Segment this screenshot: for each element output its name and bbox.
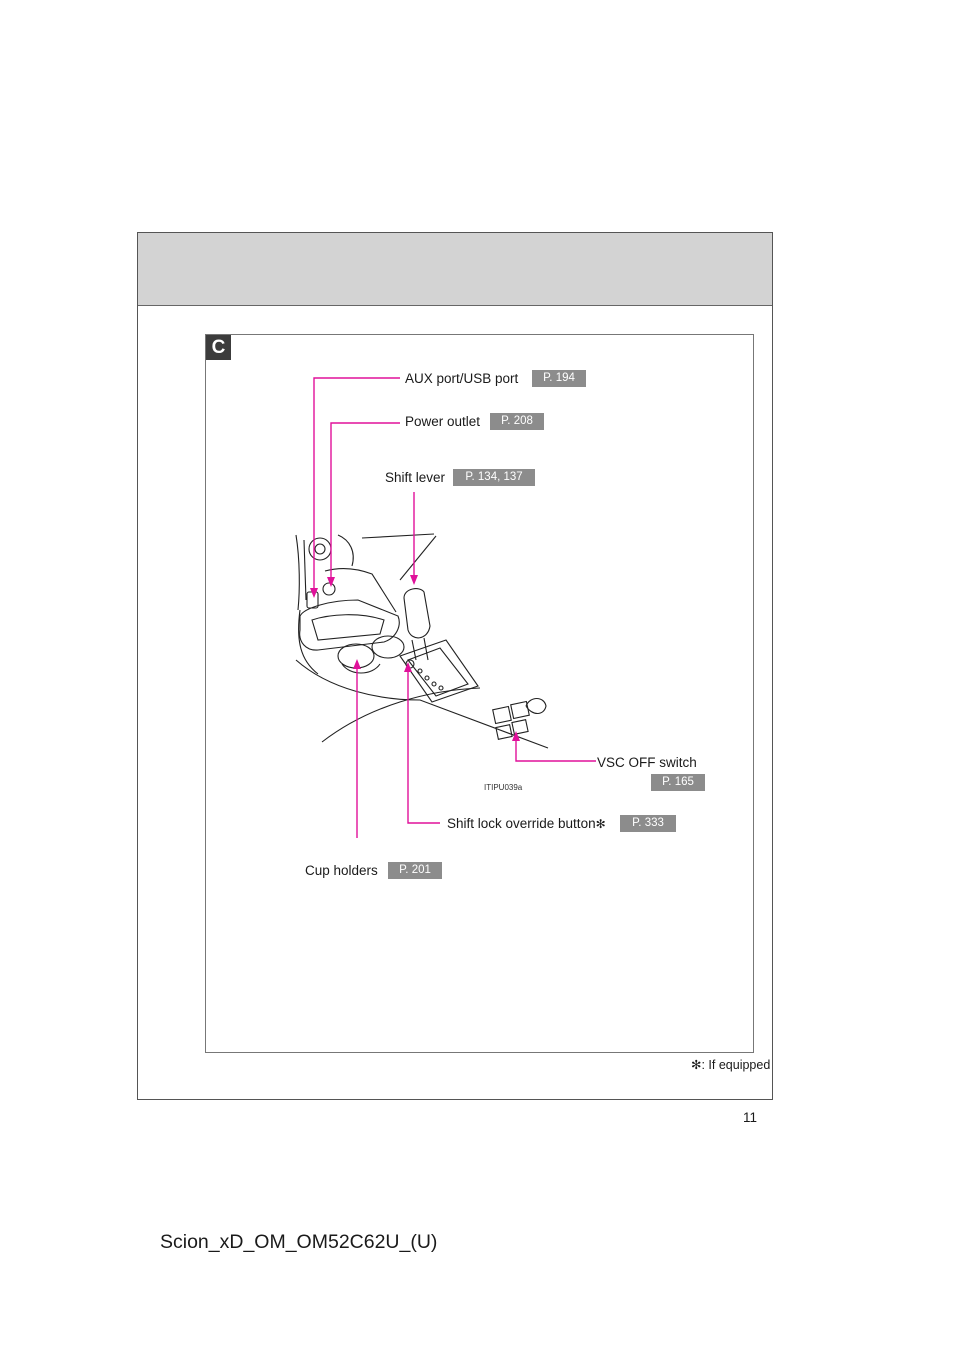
callout-label-aux-usb-port: AUX port/USB port [405,371,519,386]
section-badge: C [206,335,231,360]
header-band [138,233,772,306]
asterisk-icon: ✻ [595,817,606,831]
callout-label-power-outlet: Power outlet [405,414,481,429]
page-number: 11 [743,1110,758,1125]
page-ref-power-outlet[interactable]: P. 208 [490,413,544,430]
page-ref-vsc-off-switch[interactable]: P. 165 [651,774,705,791]
document-code: Scion_xD_OM_OM52C62U_(U) [160,1231,438,1253]
footnote-text: : If equipped [701,1058,771,1072]
asterisk-icon: ✻ [691,1058,702,1072]
page-ref-shift-lock-override-button[interactable]: P. 333 [620,815,676,832]
page-frame [137,232,773,1100]
callout-label-shift-lock-override-button: Shift lock override button✻ [447,816,606,831]
page-ref-cup-holders[interactable]: P. 201 [388,862,442,879]
figure-id: ITIPU039a [484,783,523,792]
illustration-panel [205,334,754,1053]
page-ref-aux-usb-port[interactable]: P. 194 [532,370,586,387]
callout-label-shift-lever: Shift lever [385,470,446,485]
callout-label-vsc-off-switch: VSC OFF switch [597,755,697,770]
footnote: ✻: If equipped [691,1057,770,1072]
page-ref-shift-lever[interactable]: P. 134, 137 [453,469,535,486]
callout-label-cup-holders: Cup holders [305,863,378,878]
